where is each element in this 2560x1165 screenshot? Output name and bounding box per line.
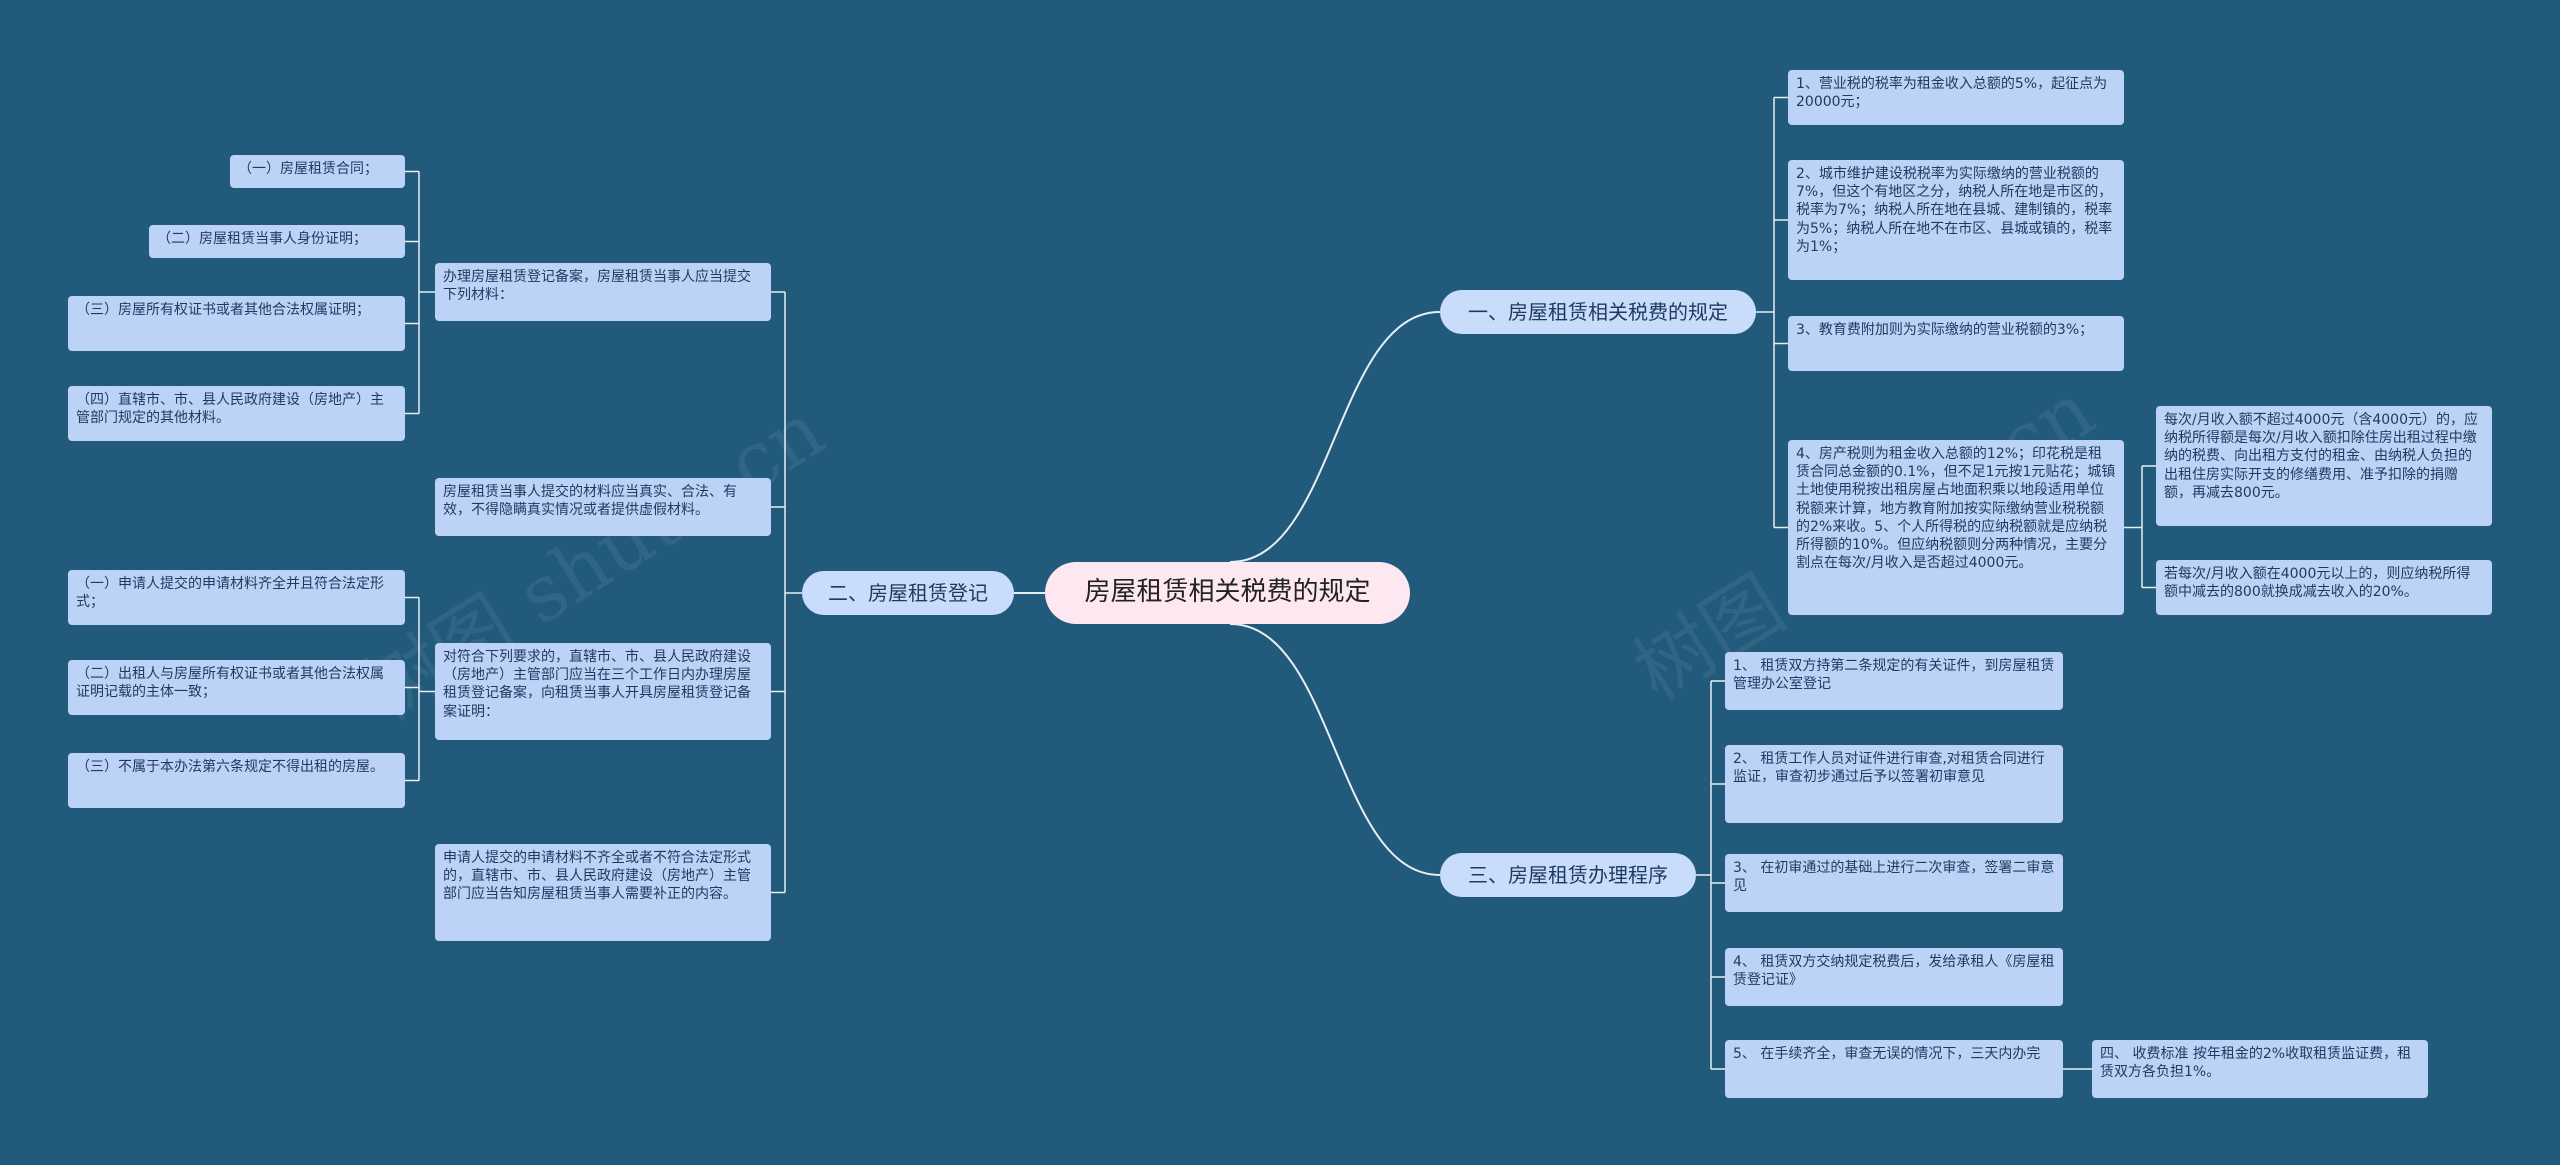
incomplete-materials[interactable]: 申请人提交的申请材料不齐全或者不符合法定形式的，直辖市、市、县人民政府建设（房地… [435,844,771,941]
connector-line [1229,623,1441,876]
requirement-not-prohibited[interactable]: （三）不属于本办法第六条规定不得出租的房屋。 [68,753,405,808]
material-identity-proof[interactable]: （二）房屋租赁当事人身份证明； [149,225,405,258]
tax-item-3[interactable]: 3、教育费附加则为实际缴纳的营业税额的3%； [1788,316,2124,371]
connector-line [1229,311,1441,563]
fee-standard[interactable]: 四、 收费标准 按年租金的2%收取租赁监证费，租赁双方各负担1%。 [2092,1040,2428,1098]
branch-rental-procedure[interactable]: 三、房屋租赁办理程序 [1440,853,1696,897]
income-over-4000[interactable]: 若每次/月收入额在4000元以上的，则应纳税所得额中减去的800就换成减去收入的… [2156,560,2492,615]
requirement-complete-materials[interactable]: （一）申请人提交的申请材料齐全并且符合法定形式； [68,570,405,625]
material-ownership-certificate[interactable]: （三）房屋所有权证书或者其他合法权属证明； [68,296,405,351]
registration-requirements[interactable]: 对符合下列要求的，直辖市、市、县人民政府建设（房地产）主管部门应当在三个工作日内… [435,643,771,740]
procedure-step-5[interactable]: 5、 在手续齐全，审查无误的情况下，三天内办完 [1725,1040,2063,1098]
materials-truthful[interactable]: 房屋租赁当事人提交的材料应当真实、合法、有效，不得隐瞒真实情况或者提供虚假材料。 [435,478,771,536]
procedure-step-1[interactable]: 1、 租赁双方持第二条规定的有关证件，到房屋租赁管理办公室登记 [1725,652,2063,710]
procedure-step-2[interactable]: 2、 租赁工作人员对证件进行审查,对租赁合同进行监证，审查初步通过后予以签署初审… [1725,745,2063,823]
registration-materials[interactable]: 办理房屋租赁登记备案，房屋租赁当事人应当提交下列材料： [435,263,771,321]
branch-tax-rules[interactable]: 一、房屋租赁相关税费的规定 [1440,290,1756,334]
requirement-same-subject[interactable]: （二）出租人与房屋所有权证书或者其他合法权属证明记载的主体一致； [68,660,405,715]
procedure-step-3[interactable]: 3、 在初审通过的基础上进行二次审查，签署二审意见 [1725,854,2063,912]
branch-rental-registration[interactable]: 二、房屋租赁登记 [802,571,1014,615]
tax-item-2[interactable]: 2、城市维护建设税税率为实际缴纳的营业税额的7%，但这个有地区之分，纳税人所在地… [1788,160,2124,280]
procedure-step-4[interactable]: 4、 租赁双方交纳规定税费后，发给承租人《房屋租赁登记证》 [1725,948,2063,1006]
tax-item-4[interactable]: 4、房产税则为租金收入总额的12%；印花税是租赁合同总金额的0.1%，但不足1元… [1788,440,2124,615]
tax-item-1[interactable]: 1、营业税的税率为租金收入总额的5%，起征点为20000元； [1788,70,2124,125]
material-lease-contract[interactable]: （一）房屋租赁合同； [230,155,405,188]
root-topic[interactable]: 房屋租赁相关税费的规定 [1045,562,1410,624]
material-other[interactable]: （四）直辖市、市、县人民政府建设（房地产）主管部门规定的其他材料。 [68,386,405,441]
income-under-4000[interactable]: 每次/月收入额不超过4000元（含4000元）的，应纳税所得额是每次/月收入额扣… [2156,406,2492,526]
